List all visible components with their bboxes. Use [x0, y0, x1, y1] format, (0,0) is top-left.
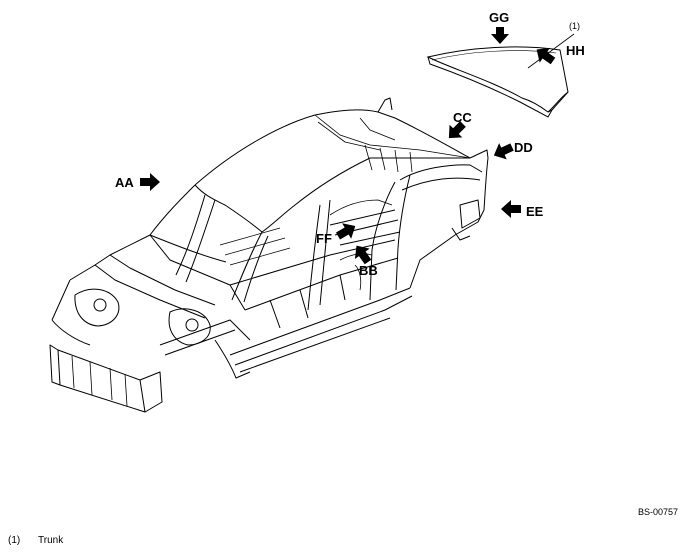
label-gg: GG	[489, 10, 510, 25]
callout-number: (1)	[569, 21, 580, 31]
label-ee: EE	[526, 204, 544, 219]
arrow-hh-icon	[536, 47, 556, 65]
label-cc: CC	[453, 110, 472, 125]
label-dd: DD	[514, 140, 533, 155]
callout-leader	[527, 33, 575, 69]
arrow-dd-icon	[493, 143, 514, 160]
arrow-ff-icon	[336, 223, 356, 240]
legend-text: Trunk	[38, 535, 64, 546]
arrow-bb-icon	[354, 245, 372, 265]
figure-id: BS-00757	[638, 507, 679, 517]
arrow-aa-icon	[140, 173, 160, 191]
legend-number: (1)	[8, 535, 21, 546]
arrow-ee-icon	[501, 200, 521, 218]
label-ff: FF	[316, 231, 332, 246]
arrow-cc-icon	[448, 121, 466, 139]
label-bb: BB	[359, 263, 378, 278]
label-aa: AA	[115, 175, 134, 190]
label-hh: HH	[566, 43, 585, 58]
car-body-shell-icon	[49, 97, 489, 413]
legend: (1) Trunk	[8, 535, 63, 547]
arrow-gg-icon	[491, 27, 509, 44]
